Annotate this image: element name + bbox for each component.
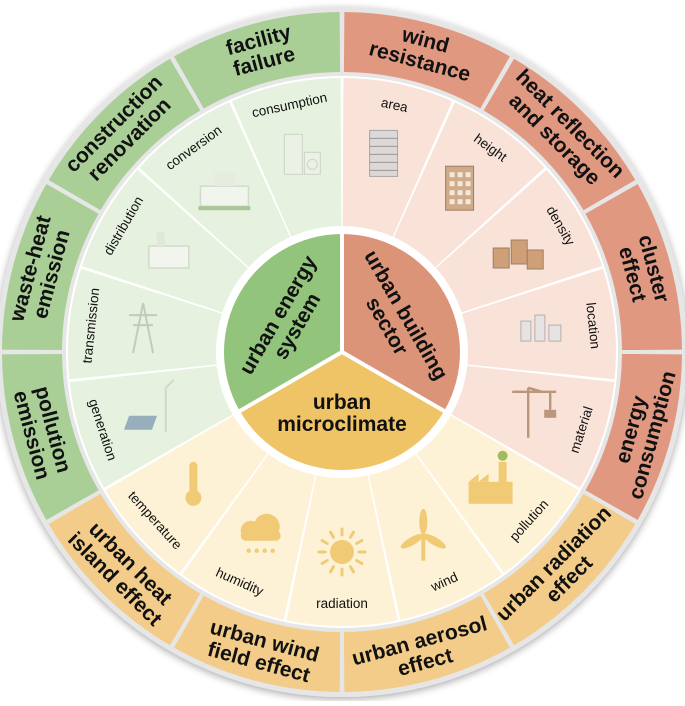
impact-segment-building-0 <box>343 12 510 109</box>
substation-icon <box>148 232 190 269</box>
core-segment-building <box>342 234 461 411</box>
factor-label-building-3: location <box>584 302 604 350</box>
impact-segment-building-1 <box>483 58 636 211</box>
factor-segment-climate-1 <box>368 454 502 620</box>
power-pylon-icon <box>129 302 158 354</box>
office-tower-icon <box>369 129 399 177</box>
impact-segment-building-3 <box>585 353 682 520</box>
impact-ring <box>2 12 682 692</box>
apartment-icon <box>445 165 475 211</box>
building-cluster-icon <box>492 239 544 270</box>
core-segment-climate <box>240 352 444 470</box>
construction-crane-icon <box>512 386 557 438</box>
city-block-icon <box>520 314 562 342</box>
solar-wind-icon <box>123 379 175 432</box>
impact-segment-climate-0 <box>483 493 636 646</box>
factory-icon <box>468 450 513 504</box>
impact-segment-climate-2 <box>174 595 341 692</box>
impact-segment-climate-1 <box>343 595 510 692</box>
sun-icon <box>317 527 367 577</box>
factor-ring <box>67 78 616 627</box>
thermometer-icon <box>185 461 202 506</box>
factor-label-climate-2: radiation <box>316 596 368 611</box>
impact-segment-energy-3 <box>174 12 341 109</box>
impact-segment-climate-3 <box>48 493 201 646</box>
factor-segment-energy-2 <box>81 169 248 313</box>
wind-turbine-icon <box>400 508 446 561</box>
core-ring <box>224 232 461 470</box>
impact-segment-energy-0 <box>2 353 99 520</box>
impact-segment-building-2 <box>585 184 682 351</box>
rain-cloud-icon <box>240 513 281 553</box>
factor-segment-energy-1 <box>67 268 222 380</box>
impact-segment-energy-2 <box>48 58 201 211</box>
core-separator-1 <box>340 350 447 414</box>
core-segment-energy <box>224 234 342 411</box>
factor-label-building-0: area <box>380 94 410 114</box>
appliances-icon <box>283 133 321 175</box>
factor-segment-building-4 <box>451 365 615 488</box>
power-plant-icon <box>198 172 251 211</box>
core-separator-2 <box>237 350 343 414</box>
impact-segment-energy-1 <box>2 184 99 351</box>
